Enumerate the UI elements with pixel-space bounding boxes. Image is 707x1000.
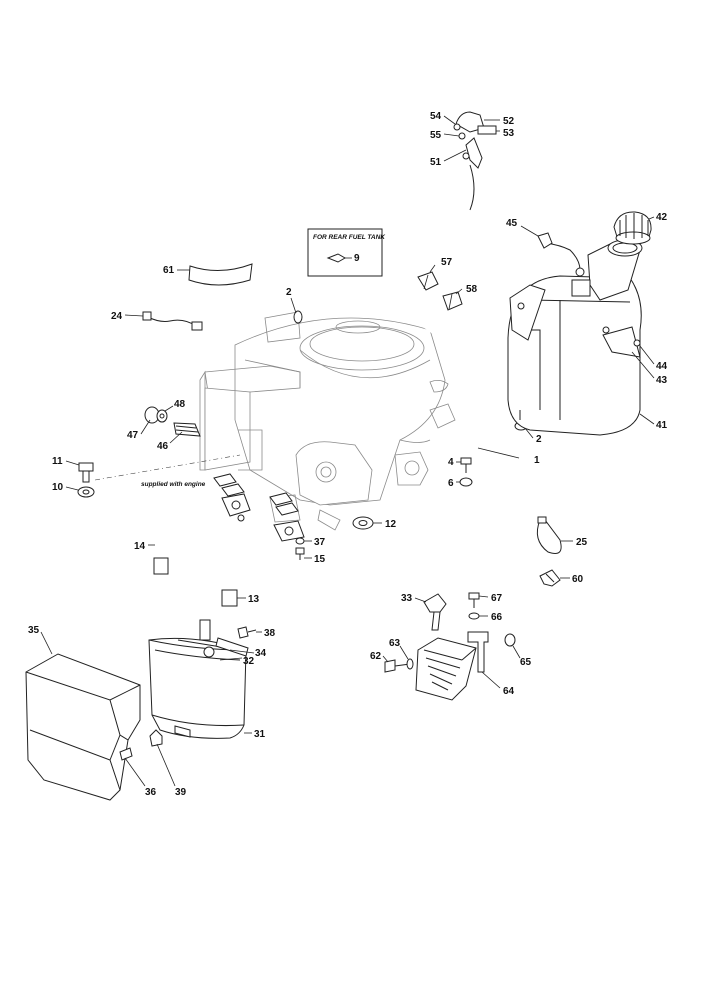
washer-37 <box>295 537 305 545</box>
spark-plug-boot-64 <box>467 631 489 673</box>
callout-39: 39 <box>175 787 187 798</box>
bolt-67 <box>468 592 480 608</box>
callout-12: 12 <box>385 519 397 530</box>
fuel-tank <box>507 239 643 436</box>
fuel-hose <box>302 302 524 458</box>
callout-47: 47 <box>127 430 139 441</box>
callout-6: 6 <box>448 478 454 489</box>
callout-54: 54 <box>430 111 442 122</box>
bolt-15 <box>295 547 305 560</box>
callout-58: 58 <box>466 284 478 295</box>
engine-outline <box>199 311 456 531</box>
callout-14: 14 <box>134 541 146 552</box>
band-clamp <box>188 263 253 286</box>
bolt-38 <box>237 626 257 639</box>
supplied-with-engine-note: supplied with engine <box>141 481 206 488</box>
rear-fuel-tank-box: FOR REAR FUEL TANK 9 <box>307 228 386 277</box>
callout-35: 35 <box>28 625 40 636</box>
washer-63 <box>406 658 414 670</box>
screw-36 <box>119 747 133 761</box>
wiring-harness <box>142 311 203 331</box>
throttle-control <box>453 111 497 211</box>
callout-61: 61 <box>163 265 175 276</box>
callout-9: 9 <box>354 253 360 264</box>
exhaust-pipe-13 <box>221 520 305 607</box>
callout-42: 42 <box>656 212 668 223</box>
callout-31: 31 <box>254 729 266 740</box>
callout-64: 64 <box>503 686 515 697</box>
nut-39 <box>149 729 163 747</box>
callout-44: 44 <box>656 361 668 372</box>
nut-65 <box>504 633 516 647</box>
callout-33: 33 <box>401 593 413 604</box>
callout-11: 11 <box>52 456 63 467</box>
cap-33 <box>423 593 447 631</box>
screw-44 <box>633 339 641 347</box>
callout-65: 65 <box>520 657 532 668</box>
callout-37: 37 <box>314 537 326 548</box>
fuel-sender <box>537 232 585 277</box>
callout-55: 55 <box>430 130 442 141</box>
callout-15: 15 <box>314 554 326 565</box>
callout-layer: 1 2 2 4 6 10 11 12 13 14 15 24 25 31 32 … <box>28 111 668 798</box>
callout-13: 13 <box>248 594 260 605</box>
cable-tie-25 <box>536 516 562 554</box>
fuel-cap <box>613 211 652 245</box>
clip-60 <box>539 569 561 587</box>
callout-32: 32 <box>243 656 255 667</box>
callout-52: 52 <box>503 116 515 127</box>
shaft-46 <box>173 422 201 437</box>
regulator <box>415 637 477 701</box>
nut-10 <box>77 486 95 498</box>
callout-57: 57 <box>441 257 453 268</box>
callout-36: 36 <box>145 787 157 798</box>
callout-41: 41 <box>656 420 668 431</box>
washer-66 <box>468 612 480 620</box>
bolt-62 <box>384 659 411 673</box>
callout-2a: 2 <box>286 287 292 298</box>
bolt-4 <box>460 457 472 473</box>
spacer-12 <box>352 516 374 530</box>
exhaust-pipe-14 <box>153 493 251 575</box>
callout-60: 60 <box>572 574 584 585</box>
callout-63: 63 <box>389 638 401 649</box>
muffler-heat-shield <box>25 653 141 801</box>
callout-43: 43 <box>656 375 668 386</box>
callout-38: 38 <box>264 628 276 639</box>
callout-45: 45 <box>506 218 518 229</box>
callout-51: 51 <box>430 157 442 168</box>
bolt-11 <box>78 462 94 483</box>
gaskets-supplied: supplied with engine <box>141 473 299 516</box>
callout-48: 48 <box>174 399 186 410</box>
callout-10: 10 <box>52 482 64 493</box>
callout-34: 34 <box>255 648 267 659</box>
callout-46: 46 <box>157 441 169 452</box>
grommet-47-48 <box>144 406 168 424</box>
callout-67: 67 <box>491 593 503 604</box>
callout-4: 4 <box>448 457 454 468</box>
callout-1: 1 <box>534 455 540 466</box>
callout-66: 66 <box>491 612 503 623</box>
washer-6 <box>459 477 473 487</box>
callout-53: 53 <box>503 128 515 139</box>
callout-2b: 2 <box>536 434 542 445</box>
hose-clamp-engine <box>293 310 303 324</box>
filter-clip-57 <box>417 271 439 291</box>
muffler <box>148 619 249 739</box>
callout-25: 25 <box>576 537 588 548</box>
callout-62: 62 <box>370 651 382 662</box>
callout-24: 24 <box>111 311 123 322</box>
rear-fuel-tank-label: FOR REAR FUEL TANK <box>313 234 386 241</box>
filter-clip-58 <box>442 291 463 311</box>
